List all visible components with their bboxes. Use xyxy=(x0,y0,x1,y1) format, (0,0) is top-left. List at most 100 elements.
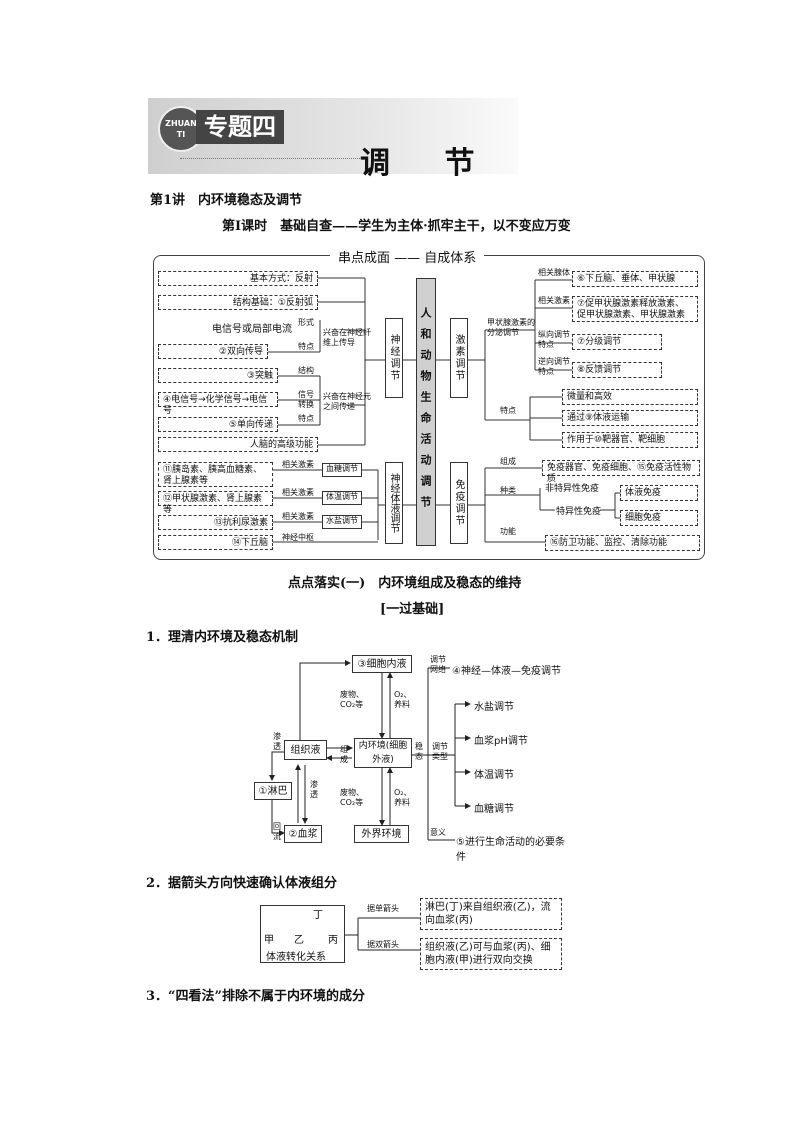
net-text: ④神经—体液—免疫调节 xyxy=(452,666,561,677)
seep-label: 渗透 xyxy=(273,732,281,751)
brain-function: 人脑的高级功能 xyxy=(158,437,318,452)
water-regulation: 水盐调节 xyxy=(322,515,362,529)
neural-regulation: 神经调节 xyxy=(385,318,403,398)
lesson-heading: 第Ⅰ课时 基础自查——学生为主体·抓牢主干，以不变应万变 xyxy=(222,219,571,234)
internal-environment: 内环境(细胞外液) xyxy=(354,738,412,768)
glucose-hormones: ⑪胰岛素、胰高血糖素、肾上腺素等 xyxy=(158,462,273,487)
double-arrow-text: 组织液(乙)可与血浆(丙)、细胞内液(甲)进行双向交换 xyxy=(420,938,562,970)
glands: ⑥下丘脑、垂体、甲状腺 xyxy=(572,271,698,287)
feedback-regulation: ⑧反馈调节 xyxy=(572,362,662,378)
feature-fluid: 通过⑨体液运输 xyxy=(562,410,698,426)
topic-label: 专题四 xyxy=(196,110,284,144)
item-3-heading: 3．“四看法”排除不属于内环境的成分 xyxy=(146,989,366,1004)
temp-hormones: ⑫甲状腺激素、肾上腺素等 xyxy=(158,491,273,515)
synapse: ③突触 xyxy=(158,368,278,383)
label-thyroid-sec: 甲状腺激素的分泌调节 xyxy=(487,318,535,337)
graded-regulation: ⑦分级调节 xyxy=(572,334,662,350)
feature-trace: 微量和高效 xyxy=(562,389,698,405)
hormone-regulation: 激素调节 xyxy=(450,318,468,398)
back-label: 回流 xyxy=(273,822,281,841)
temp-regulation: 体温调节 xyxy=(322,491,362,505)
o2-label-2: O₂、养料 xyxy=(394,788,412,807)
external-environment: 外界环境 xyxy=(354,825,409,843)
item-2-heading: 2．据箭头方向快速确认体液组分 xyxy=(146,876,338,891)
unidirectional: ⑤单向传递 xyxy=(158,417,278,432)
label-compose: 组成 xyxy=(500,457,516,466)
immune-regulation: 免疫调节 xyxy=(450,462,468,544)
node-bing: 丙 xyxy=(328,935,338,946)
glucose-regulation: 血糖调节 xyxy=(322,463,362,477)
label-function: 功能 xyxy=(500,527,516,536)
type-ph: 血浆pH调节 xyxy=(474,736,528,747)
single-arrow-text: 淋巴(丁)来自组织液(乙)，流向血浆(丙) xyxy=(420,898,562,930)
label-fiber: 兴奋在神经纤维上传导 xyxy=(323,328,371,347)
type-water: 水盐调节 xyxy=(474,702,514,713)
double-arrow-label: 据双箭头 xyxy=(367,940,399,949)
single-arrow-label: 据单箭头 xyxy=(367,904,399,913)
item-1-heading: 1．理清内环境及稳态机制 xyxy=(146,630,299,645)
label-h4: 神经中枢 xyxy=(282,533,314,542)
label-neuron: 兴奋在神经元之间传递 xyxy=(323,392,371,411)
immune-composition: 免疫器官、免疫细胞、⑮免疫活性物质 xyxy=(542,460,700,484)
waste-label-1: 废物、CO₂等 xyxy=(340,690,364,709)
waste-label-2: 废物、CO₂等 xyxy=(340,788,364,807)
center-regulation: 人和动物生命活动调节 xyxy=(416,278,436,546)
reflex-arc: 结构基础：①反射弧 xyxy=(158,295,318,310)
label-features: 特点 xyxy=(500,406,516,415)
bidirectional: ②双向传导 xyxy=(158,344,268,359)
specific-immunity: 特异性免疫 xyxy=(556,507,602,517)
section-heading: 点点落实(一) 内环境组成及稳态的维持 xyxy=(288,576,522,591)
label-reverse: 逆向调节特点 xyxy=(538,357,570,376)
cellular-immunity: 细胞免疫 xyxy=(620,510,698,526)
neuro-humoral: 神经体液调节 xyxy=(385,462,403,544)
relation-caption: 体液转化关系 xyxy=(266,952,326,963)
signal-conversion: ④电信号→化学信号→电信号 xyxy=(158,392,278,416)
types-label: 调节类型 xyxy=(432,742,448,761)
intracellular-fluid: ③细胞内液 xyxy=(352,655,412,673)
o2-label-1: O₂、养料 xyxy=(394,690,412,709)
label-gland: 相关腺体 xyxy=(538,268,570,277)
type-glucose: 血糖调节 xyxy=(474,804,514,815)
meaning-label: 意义 xyxy=(430,828,446,837)
humoral-immunity: 体液免疫 xyxy=(620,485,698,501)
label-conversion: 信号转换 xyxy=(298,390,314,409)
section-subheading: [一过基础] xyxy=(380,602,445,617)
concept-map-title: 串点成面 —— 自成体系 xyxy=(330,247,485,266)
label-structure: 结构 xyxy=(298,366,314,375)
label-feature1: 特点 xyxy=(298,342,314,351)
lymph: ①淋巴 xyxy=(254,782,292,800)
net-label: 调节网络 xyxy=(430,655,446,674)
lecture-heading: 第1讲 内环境稳态及调节 xyxy=(150,193,303,208)
node-ding: 丁 xyxy=(313,910,323,921)
adh: ⑬抗利尿激素 xyxy=(158,515,273,530)
seep-label-2: 渗透 xyxy=(310,780,318,799)
label-feature2: 特点 xyxy=(298,414,314,423)
label-h2: 相关激素 xyxy=(282,488,314,497)
node-yi: 乙 xyxy=(294,935,304,946)
electric-signal: 电信号或局部电流 xyxy=(212,324,292,335)
compose-label: 组成 xyxy=(340,745,348,764)
page-title: 调 节 xyxy=(360,146,497,181)
thyroid-hormones: ⑦促甲状腺激素释放激素、促甲状腺激素、甲状腺激素 xyxy=(572,296,698,322)
banner-divider xyxy=(180,158,360,159)
label-h3: 相关激素 xyxy=(282,512,314,521)
reflex-basic: 基本方式：反射 xyxy=(158,271,318,286)
meaning-text: ⑤进行生命活动的必要条件 xyxy=(456,837,565,863)
feature-target: 作用于⑩靶器官、靶细胞 xyxy=(562,432,698,448)
label-kind: 种类 xyxy=(500,486,516,495)
node-jia: 甲 xyxy=(264,935,274,946)
hypothalamus: ⑭下丘脑 xyxy=(158,535,273,550)
label-h1: 相关激素 xyxy=(282,460,314,469)
label-hormone: 相关激素 xyxy=(538,296,570,305)
type-temp: 体温调节 xyxy=(474,770,514,781)
plasma: ②血浆 xyxy=(284,825,322,843)
label-form: 形式 xyxy=(298,318,314,327)
fluid-relation-box xyxy=(260,905,345,963)
steady-label: 稳态 xyxy=(415,742,423,761)
tissue-fluid: 组织液 xyxy=(284,740,327,760)
label-vertical: 纵向调节特点 xyxy=(538,330,570,349)
immune-function: ⑯防卫功能、监控、清除功能 xyxy=(545,535,700,551)
